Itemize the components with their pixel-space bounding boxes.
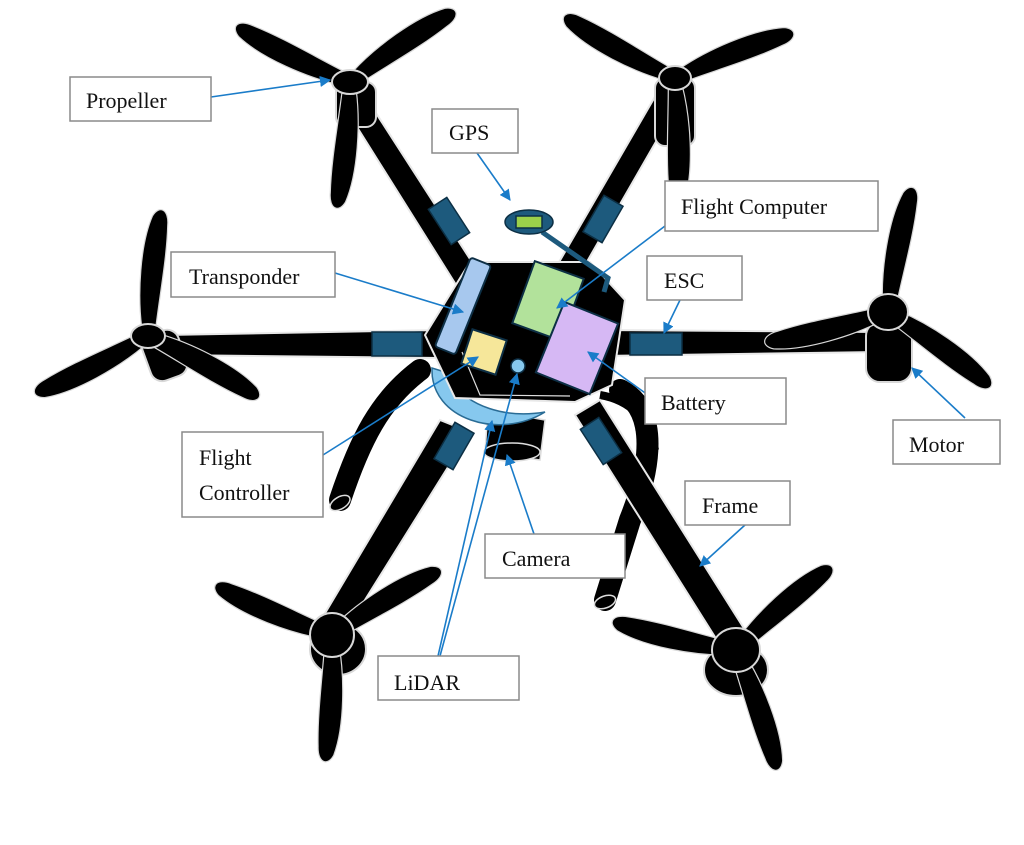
leader-propeller bbox=[210, 75, 332, 98]
gps-module bbox=[515, 215, 543, 229]
rotor-bottom-right bbox=[608, 554, 839, 774]
battery-module bbox=[534, 300, 620, 396]
label-flight-controller: Flight Controller bbox=[181, 431, 324, 518]
label-propeller: Propeller bbox=[69, 76, 212, 122]
label-battery: Battery bbox=[644, 377, 787, 425]
esc-left bbox=[371, 331, 423, 357]
label-gps-text: GPS bbox=[449, 120, 489, 145]
leader-gps bbox=[476, 152, 511, 201]
leader-camera bbox=[504, 453, 535, 535]
leader-flight-computer bbox=[556, 225, 666, 309]
label-camera: Camera bbox=[484, 533, 626, 579]
rotor-left bbox=[30, 207, 267, 408]
leader-lidar-crescent bbox=[437, 419, 496, 657]
leader-flight-controller bbox=[322, 356, 479, 456]
label-motor: Motor bbox=[892, 419, 1001, 465]
leader-frame bbox=[699, 524, 746, 567]
label-esc: ESC bbox=[646, 255, 743, 301]
label-frame-text: Frame bbox=[702, 493, 758, 518]
label-camera-text: Camera bbox=[502, 546, 571, 571]
propeller-hub-icon bbox=[867, 293, 909, 331]
leader-transponder bbox=[334, 272, 465, 315]
leader-battery bbox=[587, 351, 649, 396]
label-lidar: LiDAR bbox=[377, 655, 520, 701]
esc-top-left bbox=[427, 196, 471, 246]
leader-motor bbox=[911, 367, 966, 419]
rotor-top-right bbox=[556, 8, 798, 206]
label-flight-controller-line1: Flight bbox=[199, 445, 252, 470]
esc-right bbox=[629, 332, 683, 356]
label-transponder: Transponder bbox=[170, 251, 336, 298]
leader-esc bbox=[663, 299, 681, 335]
propeller-hub-icon bbox=[130, 323, 166, 349]
label-flight-controller-line2: Controller bbox=[199, 480, 290, 505]
label-esc-text: ESC bbox=[664, 268, 704, 293]
esc-bottom-right bbox=[579, 416, 623, 466]
label-propeller-text: Propeller bbox=[86, 88, 167, 113]
label-flight-computer-text: Flight Computer bbox=[681, 194, 828, 219]
leader-lines bbox=[210, 75, 966, 657]
esc-top-right bbox=[581, 194, 625, 244]
propeller-hub-icon bbox=[331, 69, 369, 95]
label-battery-text: Battery bbox=[661, 390, 726, 415]
rotor-top-left bbox=[228, 0, 461, 211]
label-motor-text: Motor bbox=[909, 432, 965, 457]
lidar-sensor-icon bbox=[510, 358, 526, 374]
propeller-hub-icon bbox=[658, 65, 692, 91]
rotor-bottom-left bbox=[208, 556, 446, 763]
propeller-hub-icon bbox=[309, 612, 355, 658]
leader-lidar-sensor bbox=[439, 372, 520, 657]
label-transponder-text: Transponder bbox=[189, 264, 300, 289]
label-frame: Frame bbox=[684, 480, 791, 526]
label-gps: GPS bbox=[431, 108, 519, 154]
esc-modules bbox=[371, 194, 683, 471]
esc-bottom-left bbox=[432, 421, 476, 471]
propeller-hub-icon bbox=[711, 627, 761, 673]
label-lidar-text: LiDAR bbox=[394, 670, 460, 695]
label-flight-computer: Flight Computer bbox=[664, 180, 879, 232]
rotor-right bbox=[762, 184, 1001, 395]
